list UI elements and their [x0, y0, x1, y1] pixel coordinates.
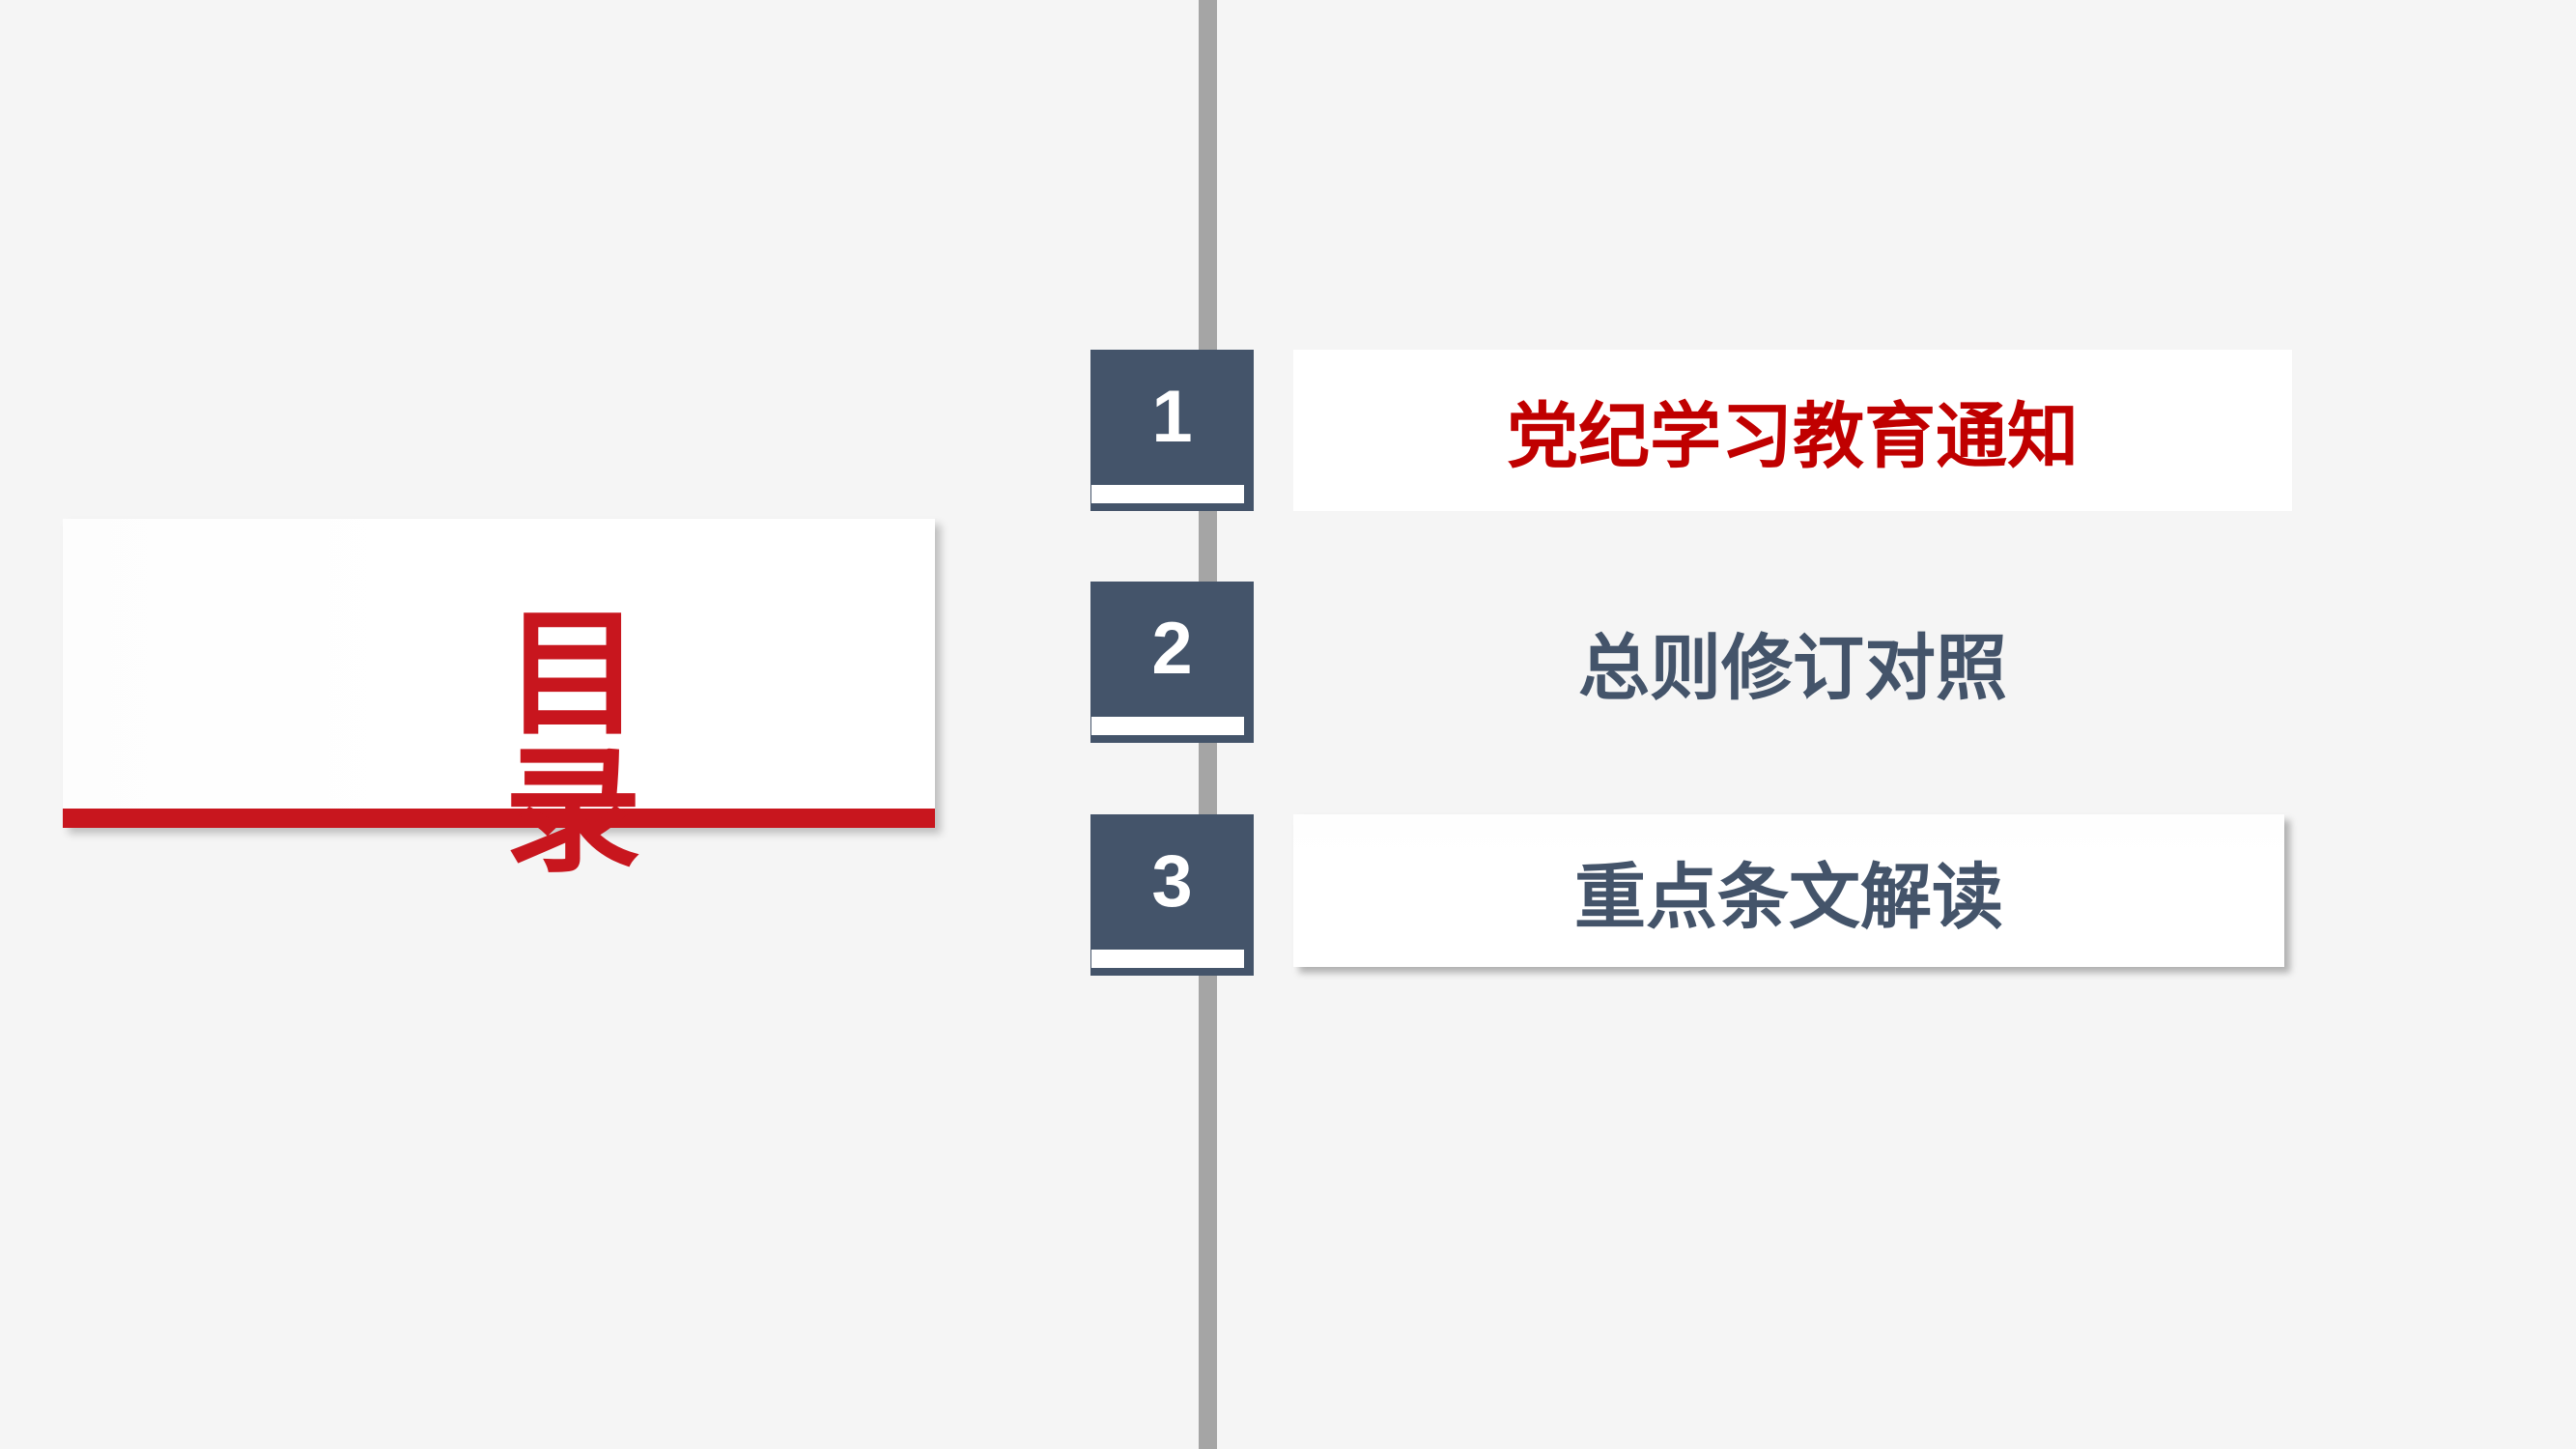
number-badge-underline — [1091, 485, 1244, 503]
number-badge-text: 1 — [1151, 376, 1193, 458]
toc-item-card[interactable]: 党纪学习教育通知 — [1293, 350, 2292, 511]
toc-item-1[interactable]: 1 党纪学习教育通知 — [1090, 350, 2298, 514]
number-badge-text: 3 — [1151, 840, 1193, 923]
toc-item-3[interactable]: 3 重点条文解读 — [1090, 814, 2298, 979]
title-card — [63, 519, 935, 828]
toc-item-label: 总则修订对照 — [1578, 627, 2007, 710]
toc-item-2[interactable]: 2 总则修订对照 — [1090, 582, 2298, 746]
number-badge-text: 2 — [1151, 608, 1193, 690]
number-badge: 1 — [1090, 350, 1254, 511]
toc-item-label: 党纪学习教育通知 — [1507, 395, 2079, 478]
number-badge: 3 — [1090, 814, 1254, 976]
number-badge-underline — [1091, 950, 1244, 968]
number-badge: 2 — [1090, 582, 1254, 743]
number-badge-underline — [1091, 717, 1244, 735]
page-title: 目录 — [480, 601, 639, 875]
toc-item-label: 重点条文解读 — [1574, 855, 2003, 939]
toc-item-card[interactable]: 重点条文解读 — [1293, 814, 2284, 967]
title-card-red-bar — [63, 809, 935, 828]
toc-item-card[interactable]: 总则修订对照 — [1293, 582, 2292, 743]
